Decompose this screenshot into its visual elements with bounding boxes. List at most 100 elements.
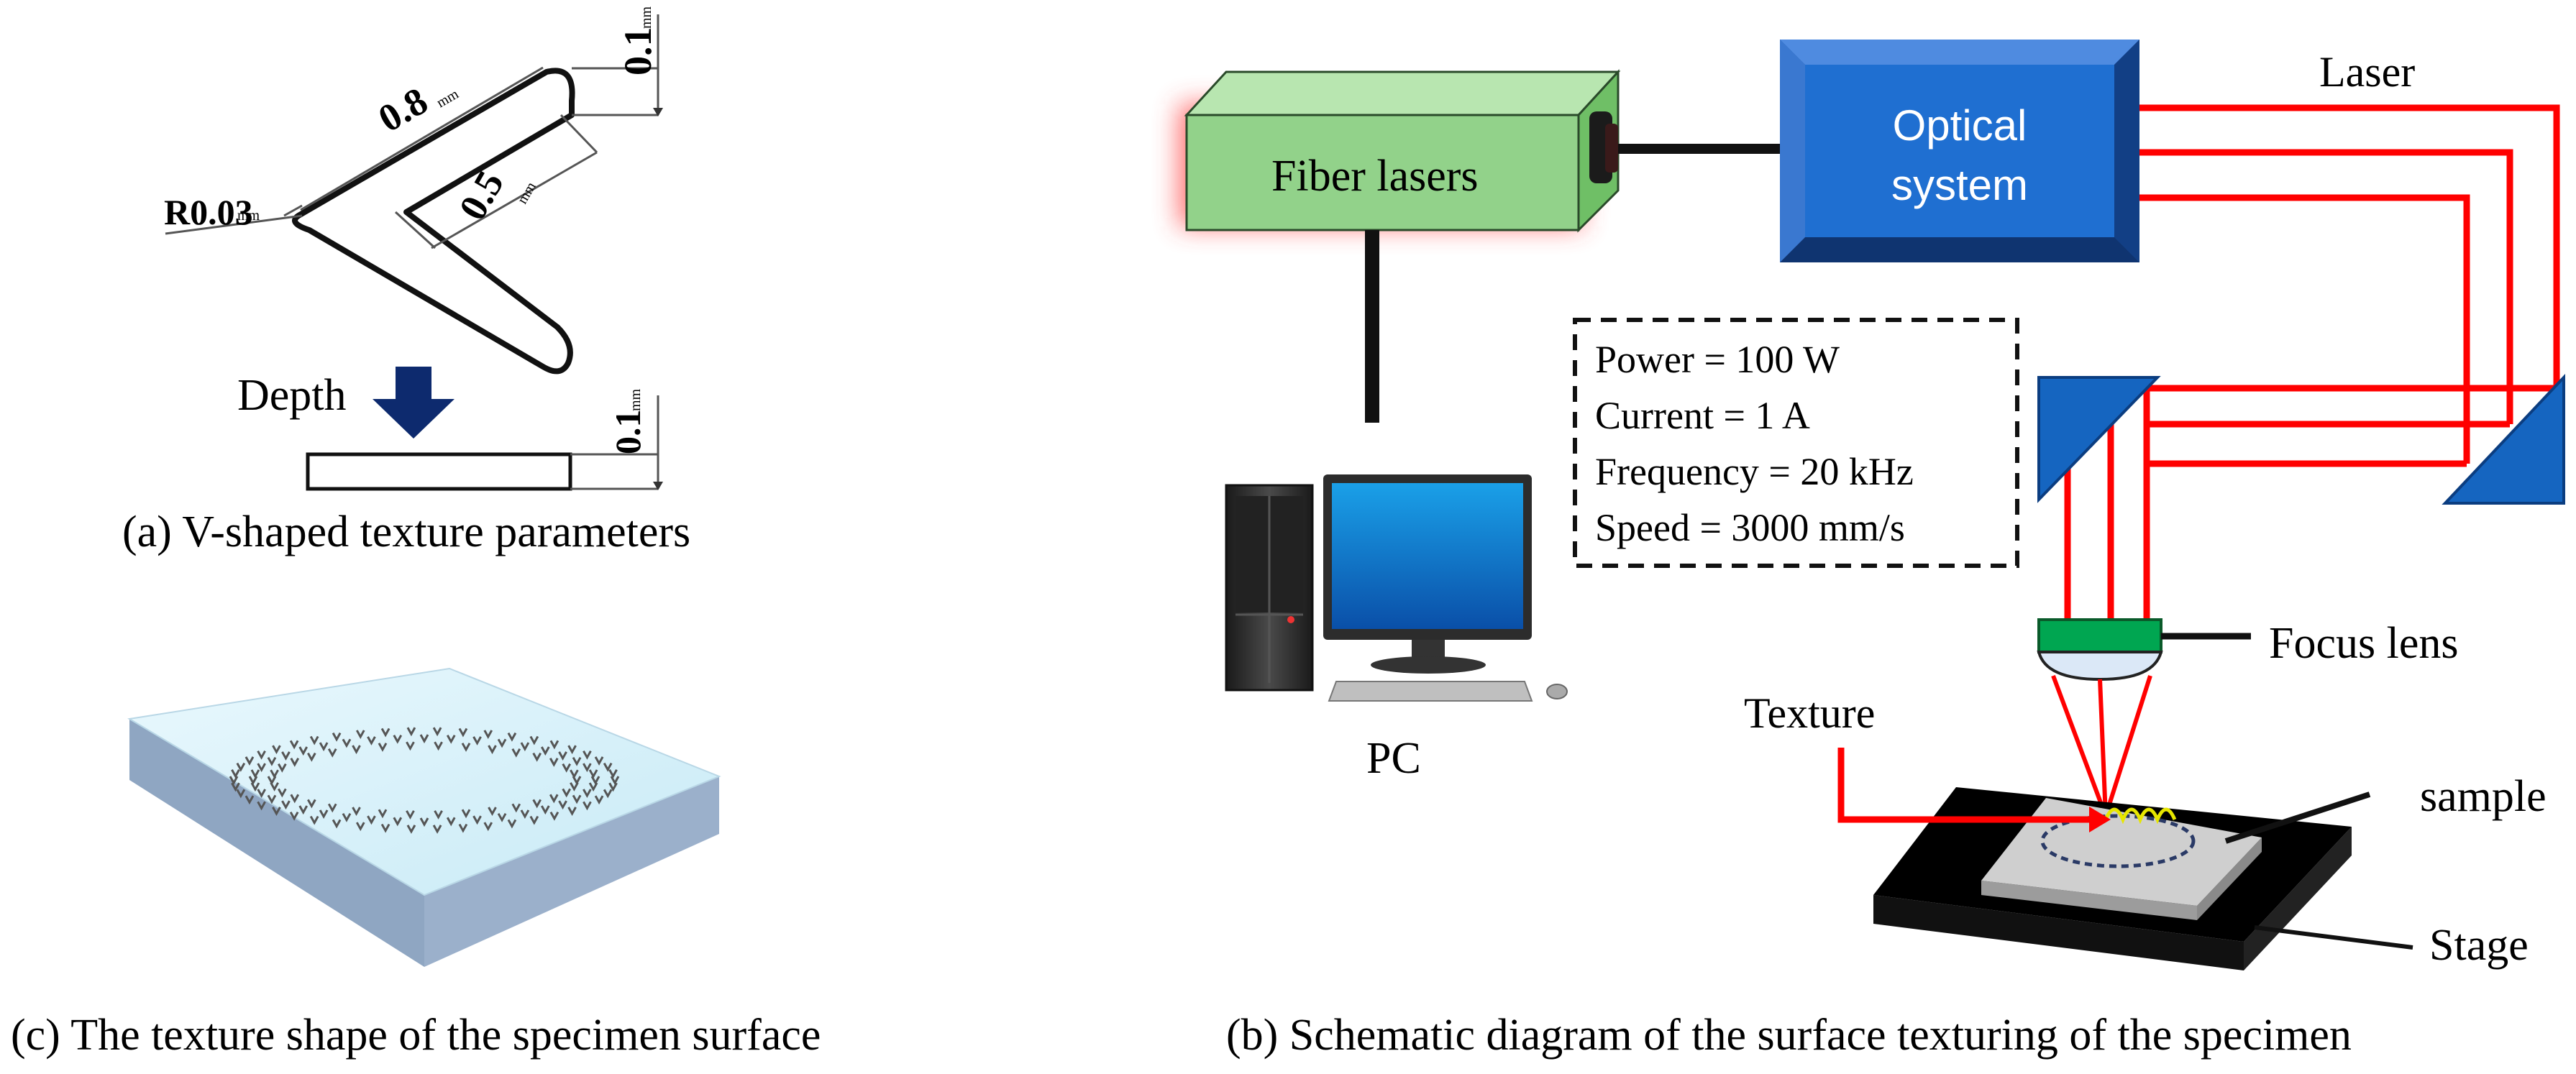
right-mirror [2442,373,2565,505]
focus-lens-label: Focus lens [2269,619,2459,668]
texture-v-mark [248,776,258,786]
texture-v-mark [507,732,517,742]
optical-label-line2: system [1891,161,2028,209]
texture-v-mark [570,782,579,791]
texture-v-mark [562,763,571,773]
texture-v-mark [434,741,443,751]
texture-v-mark [483,730,493,740]
texture-v-mark [355,730,365,740]
texture-v-mark [281,800,291,810]
pc-keyboard [1328,681,1533,702]
texture-v-mark [257,789,266,799]
texture-v-mark [236,789,246,799]
laser-scan-trail [2104,807,2177,825]
texture-v-mark [367,815,376,825]
laser-beams [2064,104,2560,625]
texture-v-mark [588,769,598,779]
texture-v-mark [608,769,618,779]
texture-v-mark [367,736,376,745]
texture-v-mark [583,750,592,760]
texture-v-mark [603,789,613,799]
texture-v-mark [406,741,415,751]
caption-b: (b) Schematic diagram of the surface tex… [1226,1011,2352,1060]
texture-v-mark [588,782,598,792]
specimen-front-face [129,719,424,967]
texture-v-mark [319,809,329,820]
texture-v-mark [497,812,507,822]
dim-long-unit: mm [434,86,462,111]
texture-v-mark [270,782,279,791]
pc-label: PC [1366,734,1421,783]
texture-v-mark [549,794,559,804]
texture-v-mark [497,738,507,748]
texture-v-mark [393,817,403,827]
texture-v-mark [608,782,618,792]
texture-v-mark [583,801,592,811]
dim-radius-label: R0.03 [164,192,253,232]
texture-v-mark [520,742,530,752]
stage-leader [2254,925,2413,950]
texture-v-mark [483,822,493,832]
texture-v-mark [458,728,468,738]
v-shape-texture [292,68,575,375]
texture-v-mark [532,752,542,762]
texture-v-mark [558,751,567,761]
texture-v-mark [472,736,482,745]
texture-v-mark [461,743,471,752]
param-power: Power = 100 W [1595,338,1840,381]
texture-v-mark [231,782,240,792]
dim-line-long [300,66,544,211]
texture-v-mark [520,809,530,820]
focused-beams [2051,674,2152,817]
texture-v-mark [419,817,429,827]
texture-v-mark [290,758,300,767]
caption-c: (c) The texture shape of the specimen su… [11,1011,821,1060]
texture-v-mark [267,776,277,786]
texture-v-mark [298,805,309,815]
texture-v-mark [432,727,442,737]
texture-v-mark [327,748,337,758]
texture-v-mark [272,745,281,755]
texture-v-mark [540,805,550,815]
pc-computer-icon [1225,474,1568,702]
panel-a: 0.8 mm 0.5 mm 0.1 mm R0.03 mm Depth 0.1 … [122,6,690,556]
texture-v-mark [434,810,443,820]
texture-v-mark [298,746,309,756]
texture-v-mark [309,815,319,825]
texture-v-mark [446,734,456,744]
texture-v-mark [594,756,604,766]
texture-v-mark [406,727,416,737]
texture-v-mark [307,752,316,762]
texture-v-mark [378,809,388,819]
texture-v-mark [393,734,403,744]
dim-line-short [431,151,598,249]
stage-label: Stage [2429,921,2529,970]
dim-radius-unit: mm [237,208,260,224]
texture-arrow [1837,748,2089,823]
texture-v-mark [355,822,365,832]
depth-value-unit: mm [628,388,644,411]
texture-v-mark [257,763,266,773]
depth-bar [306,452,572,491]
texture-v-mark [488,807,497,817]
texture-v-mark [532,799,542,809]
texture-v-mark [603,762,613,772]
texture-v-mark [549,811,559,821]
texture-v-mark [378,743,388,752]
texture-v-mark [319,742,329,752]
left-mirror [2037,376,2161,503]
fiber-laser-box [1184,69,1621,233]
texture-v-mark [572,756,582,766]
dim-width-label: 0.1 [616,27,659,76]
texture-arrowhead-icon [2089,807,2111,832]
texture-v-mark [250,769,260,779]
texture-v-mark [289,811,299,821]
texture-label: Texture [1744,689,1875,737]
sample-leader [2224,791,2371,844]
depth-label: Depth [237,371,347,420]
texture-v-mark [572,794,582,804]
texture-v-mark [529,815,539,825]
specimen-side-face [424,776,719,967]
texture-v-mark [352,807,361,817]
